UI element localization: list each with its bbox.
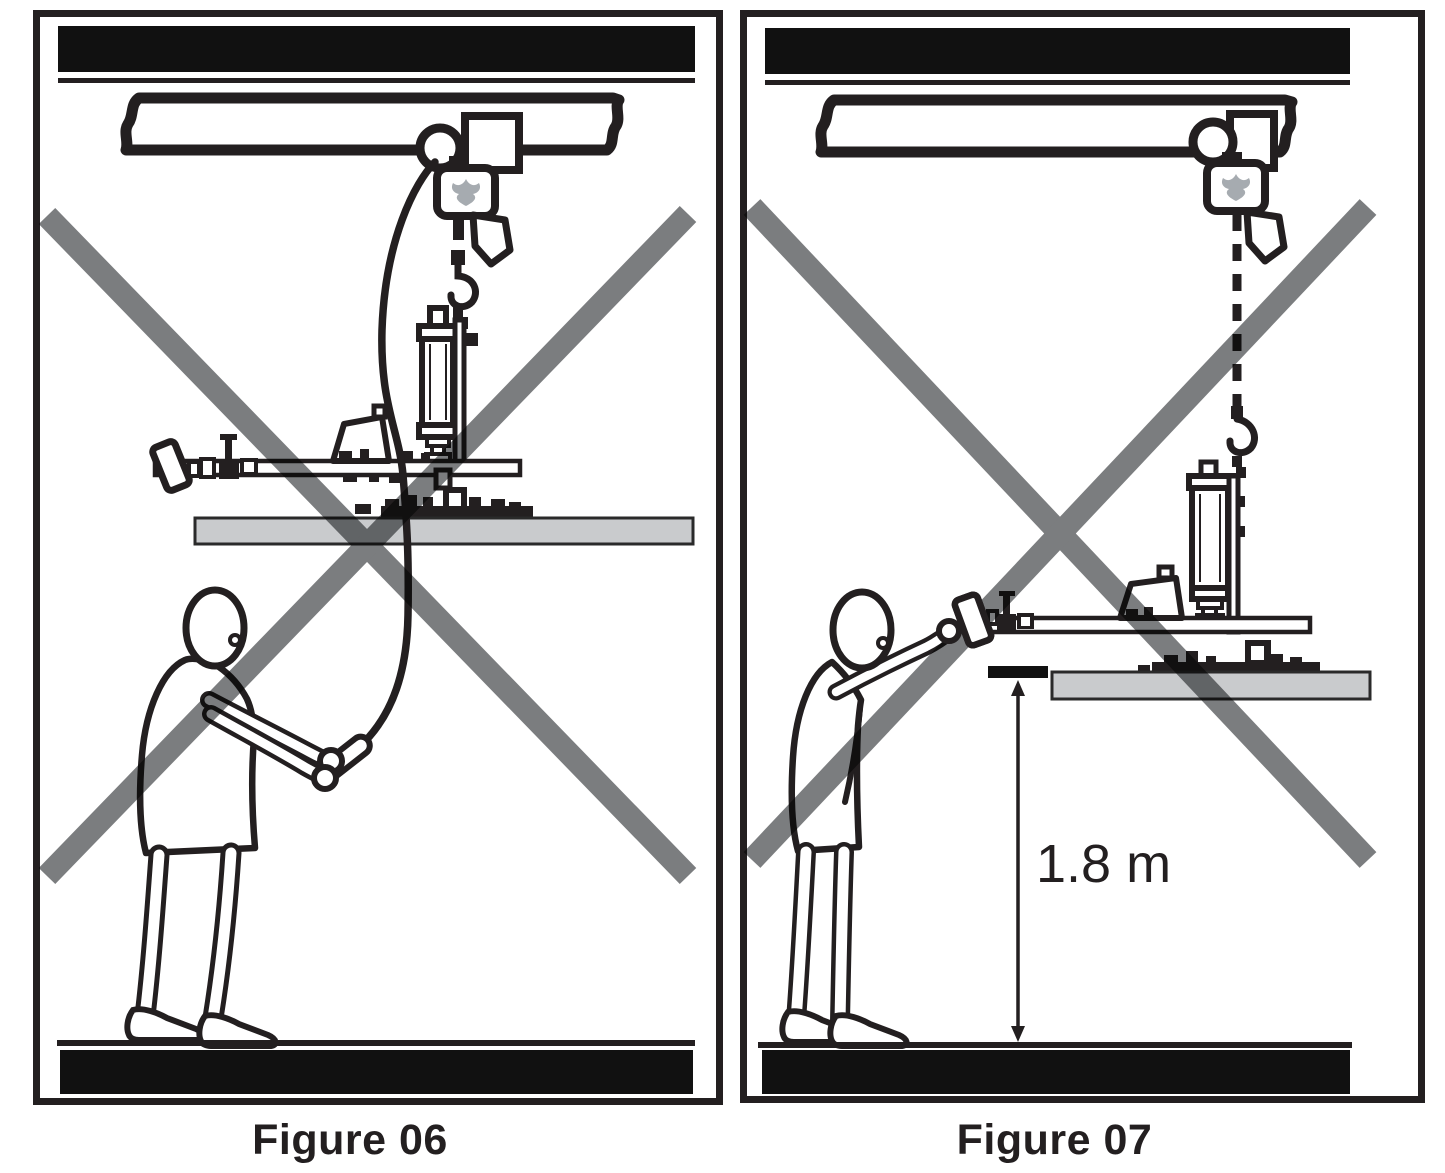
worker-head xyxy=(182,586,248,670)
floor xyxy=(758,1042,1352,1094)
figure-07-caption: Figure 07 xyxy=(956,1116,1153,1164)
control-handle xyxy=(149,438,193,494)
pendant-cable xyxy=(365,158,439,741)
chain-bag xyxy=(469,211,514,268)
ceiling-bar xyxy=(58,26,695,83)
floor xyxy=(57,1040,695,1094)
rail-beam xyxy=(120,92,625,156)
hoist-trolley xyxy=(415,112,523,174)
rail-beam xyxy=(815,94,1298,158)
ceiling-bar xyxy=(765,28,1350,85)
chain-hoist xyxy=(1203,159,1269,215)
worker-hand xyxy=(311,764,339,792)
chain-bag xyxy=(1243,208,1288,265)
worker-legs xyxy=(134,842,242,1029)
chain-hoist xyxy=(433,164,499,220)
worker-head xyxy=(829,588,895,672)
dimension-arrow xyxy=(1011,680,1025,1042)
vacuum-lifter xyxy=(149,305,533,518)
figure-06-panel xyxy=(33,10,723,1105)
crane-hook-icon xyxy=(1226,406,1258,478)
figure-06-caption: Figure 06 xyxy=(252,1116,448,1164)
glass-panel xyxy=(193,516,695,546)
x-cross-icon xyxy=(743,199,1377,868)
suction-feet xyxy=(355,487,533,518)
control-handle xyxy=(951,591,995,649)
worker-hand xyxy=(936,618,962,644)
figure-07-panel: 1.8 m xyxy=(740,10,1425,1103)
x-cross-icon xyxy=(38,206,697,885)
worker xyxy=(127,586,373,1046)
worker-legs xyxy=(786,842,854,1032)
dimension-tick xyxy=(988,666,1048,678)
dimension-label: 1.8 m xyxy=(1036,834,1171,894)
